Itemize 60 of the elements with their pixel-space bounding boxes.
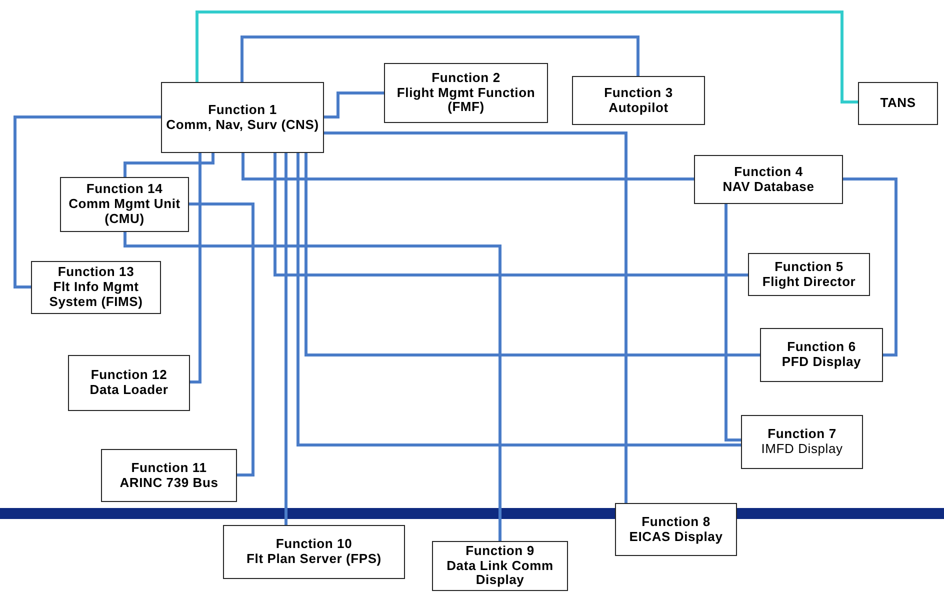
box-text: Flt Info Mgmt System (FIMS) [48, 280, 144, 310]
box-text: Flight Mgmt Function (FMF) [396, 86, 536, 116]
box-heading: Function 9 [464, 544, 536, 559]
box-heading: Function 6 [786, 340, 857, 355]
function-box [748, 253, 870, 296]
connector-line [274, 153, 748, 276]
box-text: PFD Display [780, 355, 862, 370]
box-heading: Function 2 [430, 70, 502, 86]
box-text: EICAS Display [628, 530, 724, 544]
connector-line [196, 10, 858, 104]
box-heading: Function 3 [603, 86, 674, 100]
connector-line [304, 153, 760, 356]
function-box [68, 355, 190, 411]
function-box [694, 155, 843, 204]
box-heading: Function 12 [90, 368, 168, 383]
function-box [615, 503, 737, 556]
function-box [31, 261, 161, 314]
function-box [858, 82, 938, 125]
function-box [223, 525, 405, 579]
box-heading: Function 8 [640, 514, 712, 530]
connector-line [14, 116, 161, 288]
connector-line [296, 153, 741, 446]
function-box [432, 541, 568, 591]
box-heading: Function 7 [766, 427, 838, 442]
connector-line [724, 204, 741, 442]
connector-line [324, 92, 384, 118]
box-text: NAV Database [722, 180, 816, 194]
box-heading: Function 10 [274, 537, 354, 552]
connector-line [284, 153, 288, 525]
connector-line [190, 153, 202, 384]
function-box [60, 177, 189, 232]
box-heading: Function 5 [774, 260, 844, 274]
box-heading: Function 13 [56, 265, 136, 280]
box-text: IMFD Display [760, 442, 844, 457]
function-box [384, 63, 548, 123]
box-heading: Function 4 [733, 164, 804, 180]
function-box [101, 449, 237, 502]
connector-line [240, 36, 640, 82]
box-heading: Function 14 [85, 182, 164, 198]
connector-line [124, 232, 502, 541]
box-text: Data Loader [88, 383, 170, 398]
box-text: Flight Director [761, 274, 857, 290]
connector-line [124, 153, 214, 177]
box-text: Data Link Comm Display [446, 558, 554, 588]
box-heading: Function 1 [207, 102, 278, 118]
connector-line [324, 132, 628, 503]
box-text: Comm Mgmt Unit (CMU) [68, 197, 182, 227]
function-box [760, 328, 883, 382]
box-heading: TANS [879, 96, 917, 111]
connector-line [189, 202, 254, 476]
function-box [741, 415, 863, 469]
box-text: Flt Plan Server (FPS) [246, 552, 382, 567]
box-text: Autopilot [608, 100, 670, 116]
box-text: Comm, Nav, Surv (CNS) [165, 118, 320, 132]
function-box [161, 82, 324, 153]
connector-line [242, 153, 694, 180]
connector-line [843, 178, 898, 356]
function-box [572, 76, 705, 125]
box-heading: Function 11 [130, 460, 208, 476]
box-text: ARINC 739 Bus [118, 476, 220, 490]
